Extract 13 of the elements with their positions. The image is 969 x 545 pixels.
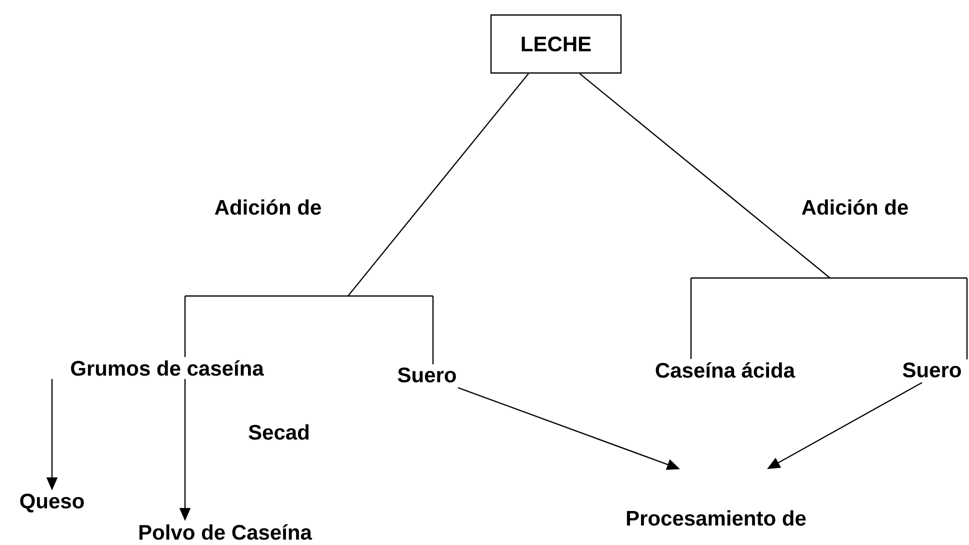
branch-line	[579, 73, 968, 360]
product-label: Grumos de caseína	[71, 360, 264, 376]
step-label: Secad	[248, 424, 309, 440]
product-label: Caseína ácida	[656, 362, 796, 378]
product-label: Polvo de Caseína	[139, 524, 312, 540]
step-label: Adición de	[214, 199, 321, 215]
product-label: Queso	[20, 494, 84, 512]
product-label: Procesamiento de	[626, 510, 806, 526]
product-label: Suero	[902, 362, 961, 378]
process-box: LECHE	[490, 14, 622, 74]
product-label: Suero	[398, 368, 456, 382]
branch-line	[184, 73, 530, 365]
step-label: Adición de	[802, 199, 908, 215]
